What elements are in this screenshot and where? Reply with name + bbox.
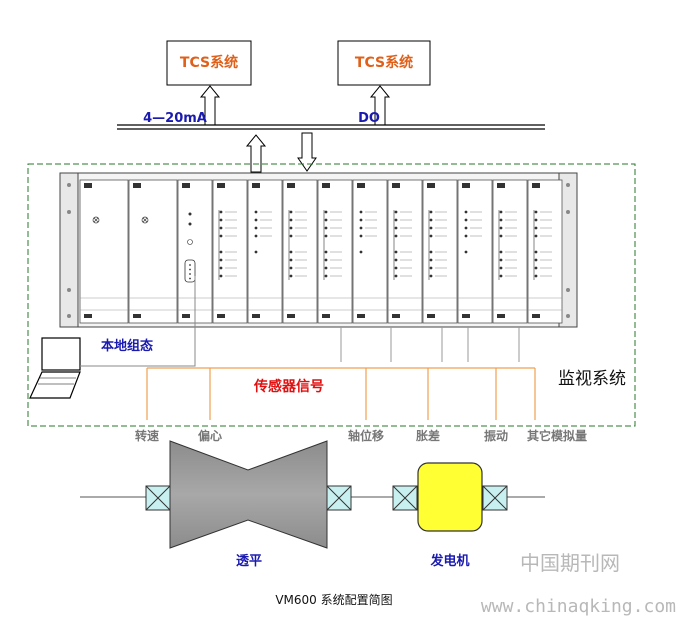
turbine-label: 透平 xyxy=(236,554,262,569)
tcs-right-label: TCS系统 xyxy=(355,54,413,71)
monitoring-boundary xyxy=(27,163,636,427)
sensor-bus-label: 传感器信号 xyxy=(253,378,324,395)
signal-label: 偏心 xyxy=(198,428,222,443)
caption: VM600 系统配置简图 xyxy=(275,593,392,607)
rack-card xyxy=(492,179,528,324)
watermark-cn: 中国期刊网 xyxy=(520,551,620,575)
coupling xyxy=(392,485,418,511)
rack-card xyxy=(352,179,388,324)
tcs-left-label: TCS系统 xyxy=(180,54,238,71)
rack-connectors xyxy=(340,327,520,362)
turbine-shape xyxy=(169,440,328,549)
rack-up-arrow xyxy=(245,134,267,173)
rack-card xyxy=(212,179,248,324)
generator-label: 发电机 xyxy=(429,553,469,569)
watermark-url: www.chinaqking.com xyxy=(481,596,676,617)
rack-card xyxy=(527,179,563,324)
coupling xyxy=(145,485,171,511)
vm600-rack xyxy=(59,172,578,328)
coupling xyxy=(326,485,352,511)
laptop-cable xyxy=(80,276,196,367)
analog-label: 4—20mA xyxy=(143,111,207,126)
signal-labels: 转速 偏心 轴位移 胀差 振动 其它模拟量 xyxy=(135,428,587,443)
signal-label: 其它模拟量 xyxy=(527,428,587,443)
signal-label: 振动 xyxy=(484,428,508,443)
tcs-box-left: TCS系统 xyxy=(166,40,252,86)
signal-label: 转速 xyxy=(135,428,159,443)
up-arrow-left xyxy=(199,85,221,126)
tcs-box-right: TCS系统 xyxy=(337,40,431,86)
rack-card xyxy=(457,179,493,324)
do-label: DO xyxy=(358,111,380,126)
sensor-bus xyxy=(146,367,536,420)
rack-card xyxy=(422,179,458,324)
signal-label: 轴位移 xyxy=(348,428,384,443)
laptop-icon xyxy=(29,337,81,399)
generator-shape xyxy=(417,462,483,532)
rack-card xyxy=(387,179,423,324)
rack-card xyxy=(247,179,283,324)
rack-card xyxy=(79,179,129,324)
rack-card xyxy=(282,179,318,324)
coupling xyxy=(482,485,508,511)
rack-down-arrow xyxy=(297,132,317,172)
signal-label: 胀差 xyxy=(416,428,440,443)
up-arrow-right xyxy=(369,85,391,126)
rack-card xyxy=(317,179,353,324)
laptop-label: 本地组态 xyxy=(101,338,153,354)
monitor-label: 监视系统 xyxy=(558,369,626,389)
rack-card xyxy=(128,179,178,324)
